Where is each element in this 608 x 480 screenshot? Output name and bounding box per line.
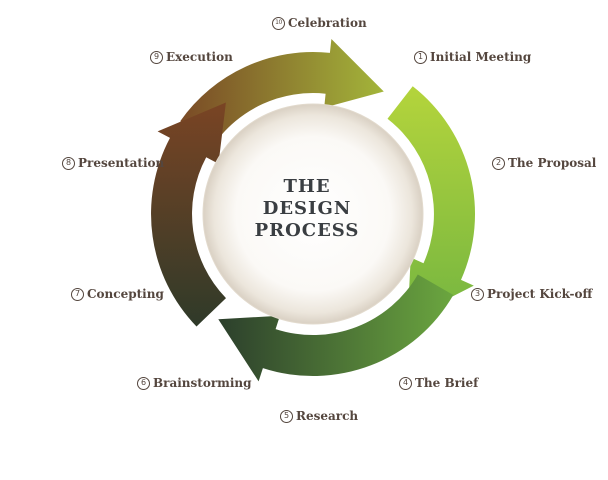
step-label: Execution [166, 50, 233, 64]
step-label: Brainstorming [153, 376, 252, 390]
step-brainstorming: 6 Brainstorming [137, 376, 252, 390]
center-title: THE DESIGN PROCESS [212, 176, 402, 242]
step-number-badge: 4 [399, 376, 412, 390]
step-the-brief: 4 The Brief [399, 376, 478, 390]
step-label: Initial Meeting [430, 50, 532, 64]
step-project-kick-off: 3 Project Kick-off [471, 287, 592, 301]
step-execution: 9 Execution [150, 50, 233, 64]
step-label: Research [296, 409, 359, 423]
step-number-badge: 8 [62, 156, 75, 170]
step-research: 5 Research [280, 409, 358, 423]
center-title-line: DESIGN [262, 198, 352, 219]
step-label: The Brief [415, 376, 479, 390]
center-title-line: PROCESS [254, 220, 360, 241]
step-label: The Proposal [508, 156, 597, 170]
step-label: Celebration [288, 16, 367, 30]
arrow-top-segment [180, 39, 384, 145]
step-the-proposal: 2 The Proposal [492, 156, 596, 170]
step-label: Project Kick-off [487, 287, 593, 301]
step-initial-meeting: 1 Initial Meeting [414, 50, 531, 64]
step-number-badge: 1 [414, 50, 427, 64]
step-number-badge: 10 [272, 16, 285, 30]
arrow-right-segment [387, 86, 476, 320]
step-number-badge: 9 [150, 50, 163, 64]
arrow-bottom-segment [218, 274, 454, 382]
step-number-badge: 3 [471, 287, 484, 301]
step-number-badge: 5 [280, 409, 293, 423]
step-presentation: 8 Presentation [62, 156, 164, 170]
step-number-badge: 7 [71, 287, 84, 301]
step-number-badge: 2 [492, 156, 505, 170]
step-celebration: 10 Celebration [272, 16, 367, 30]
arrow-left-segment [151, 102, 226, 327]
step-concepting: 7 Concepting [71, 287, 164, 301]
step-label: Presentation [78, 156, 165, 170]
step-number-badge: 6 [137, 376, 150, 390]
center-title-line: THE [283, 176, 331, 197]
center-circle [202, 103, 424, 325]
step-label: Concepting [87, 287, 164, 301]
